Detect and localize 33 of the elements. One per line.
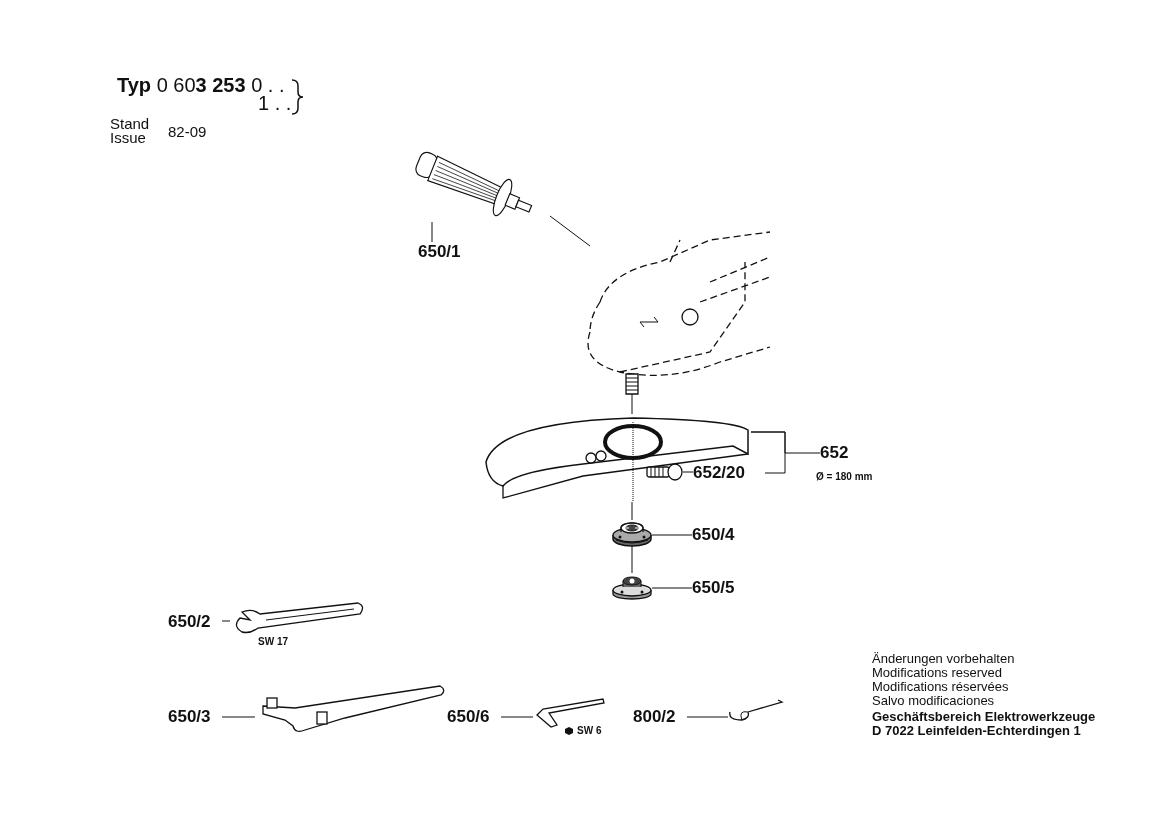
callout-number: 650/6: [447, 707, 490, 726]
leader-line: [651, 587, 693, 589]
leader-line: [682, 471, 694, 473]
assembly-line: [631, 545, 633, 574]
wrench-size-label: SW 6: [577, 725, 602, 736]
note: Änderungen vorbehalten: [872, 652, 1015, 667]
address-line: Geschäftsbereich Elektrowerkzeuge: [872, 710, 1096, 725]
callout-number: 652/20: [693, 463, 745, 482]
note: Modifications reserved: [872, 666, 1003, 681]
leader-line: [686, 716, 729, 718]
leader-line: [221, 620, 231, 622]
leader-line: [500, 716, 534, 718]
diameter-label: Ø = 180 mm: [816, 470, 873, 484]
callout-number: 650/5: [692, 578, 735, 597]
callout-number: 650/2: [168, 612, 211, 631]
issue-label: Stand: [110, 116, 150, 133]
callout-number: 652: [820, 443, 849, 462]
wrench-size-label: SW 17: [258, 636, 288, 647]
leader-line: [750, 431, 786, 474]
assembly-line: [631, 501, 633, 521]
assembly-line: [549, 215, 591, 247]
callout-number: 650/4: [692, 525, 735, 544]
note: Modifications réservées: [872, 680, 1009, 695]
callout-number: 650/3: [168, 707, 211, 726]
callout-number: 800/2: [633, 707, 676, 726]
issue-label: Issue: [110, 130, 146, 147]
callout-number: 650/1: [418, 242, 461, 261]
leader-line: [651, 534, 693, 536]
issue-date: 82-09: [168, 124, 207, 141]
note: Salvo modificaciones: [872, 694, 995, 709]
address-line: D 7022 Leinfelden-Echterdingen 1: [872, 724, 1081, 739]
leader-line: [431, 221, 433, 243]
leader-line: [221, 716, 256, 718]
